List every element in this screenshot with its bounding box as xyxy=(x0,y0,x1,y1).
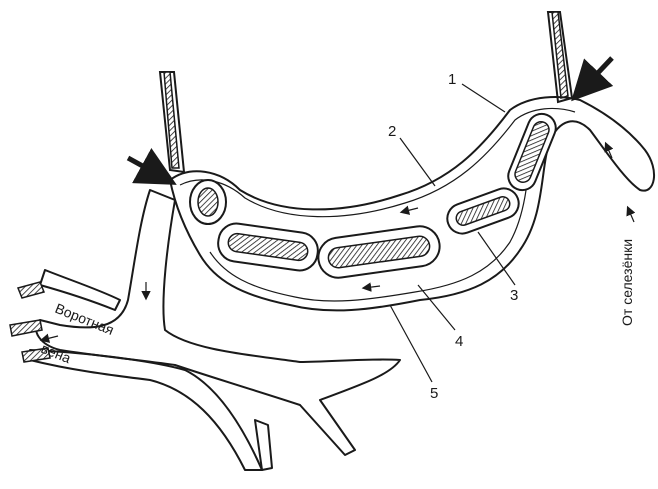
portal-vein-trunk xyxy=(10,190,400,470)
left-vertical-vessel xyxy=(160,72,184,172)
callout-2: 2 xyxy=(388,123,396,140)
callout-5: 5 xyxy=(430,385,438,402)
flow-arrow-spleen-2 xyxy=(628,208,634,222)
from-spleen-label: От селезёнки xyxy=(619,239,635,326)
callout-1: 1 xyxy=(448,71,456,88)
right-vertical-vessel xyxy=(548,12,572,102)
flow-arrow-main-1 xyxy=(402,208,418,212)
callout-4: 4 xyxy=(455,333,463,350)
callout-3: 3 xyxy=(510,287,518,304)
portal-vein-label-line-1: Воротная xyxy=(53,300,116,338)
flow-arrow-main-2 xyxy=(364,286,380,288)
right-bold-arrow xyxy=(578,58,612,94)
main-curved-vessel xyxy=(170,97,654,310)
left-bold-arrow xyxy=(128,158,168,180)
vessel-islands xyxy=(190,110,560,281)
